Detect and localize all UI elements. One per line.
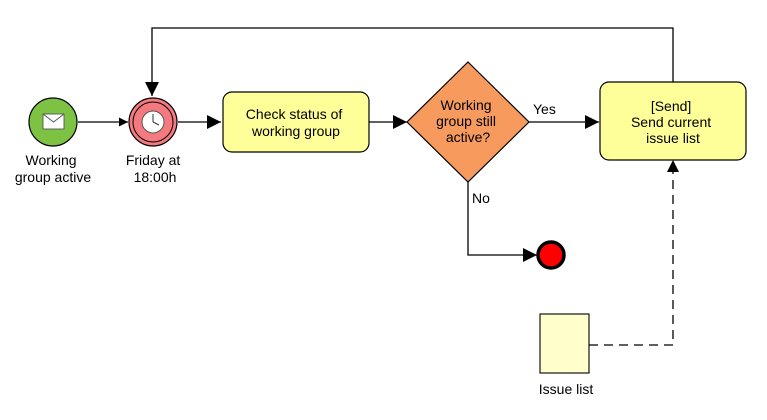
envelope-icon [42, 113, 65, 130]
task-send-issue-list[interactable]: [Send] Send current issue list [599, 81, 747, 161]
data-association-issue-list [589, 160, 679, 346]
start-event[interactable] [28, 97, 78, 147]
timer-event-label: Friday at 18:00h [126, 152, 184, 185]
gateway-working-group-active[interactable]: Working group still active? [406, 61, 530, 183]
data-object-label: Issue list [539, 381, 594, 397]
task-check-status-label: Check status of working group [246, 106, 346, 139]
end-event[interactable] [536, 240, 566, 270]
clock-icon [141, 110, 165, 134]
task-check-status[interactable]: Check status of working group [222, 91, 370, 153]
flow-loop-back [145, 27, 674, 96]
timer-event[interactable] [128, 97, 178, 147]
flow-yes-label: Yes [533, 101, 556, 117]
gateway-label: Working group still active? [436, 97, 500, 145]
data-object-issue-list[interactable] [539, 313, 590, 374]
task-send-label: [Send] Send current issue list [631, 98, 715, 146]
flow-no-label: No [472, 190, 490, 206]
start-event-label: Working group active [15, 152, 91, 185]
flow-gateway-no [467, 182, 537, 262]
